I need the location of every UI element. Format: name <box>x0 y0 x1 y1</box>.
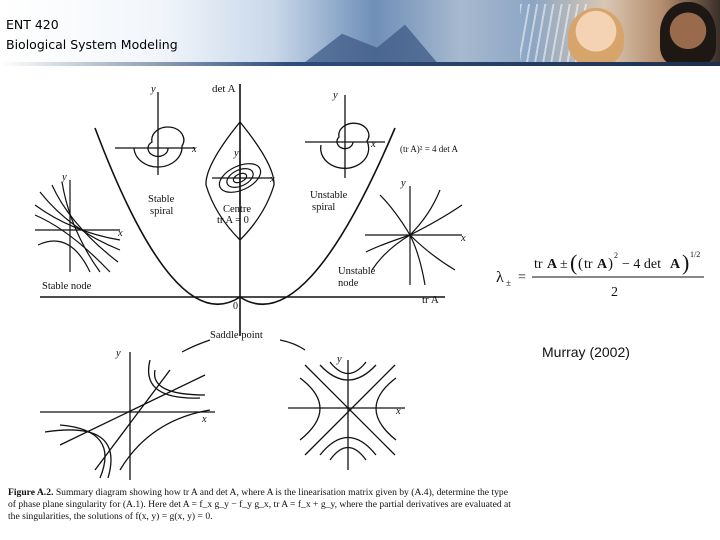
course-name: Biological System Modeling <box>6 37 178 52</box>
saddle-point-label: Saddle point <box>210 330 263 341</box>
unstable-spiral-label-2: spiral <box>312 202 335 213</box>
y-label: y <box>233 148 239 159</box>
banner-student-photo-2 <box>660 2 716 66</box>
y-label: y <box>400 178 406 189</box>
stable-node-label: Stable node <box>42 281 92 292</box>
formula-tr-1: tr <box>534 257 543 272</box>
det-axis-label: det A <box>212 83 236 95</box>
formula-denominator: 2 <box>611 285 618 300</box>
x-label: x <box>460 233 466 244</box>
formula-pm: ± <box>560 257 568 272</box>
unstable-node-label-2: node <box>338 278 359 289</box>
formula-paren-open: ( <box>570 250 577 275</box>
saddle-portrait-right <box>288 360 405 470</box>
formula-half-power: 1/2 <box>690 250 700 259</box>
y-label: y <box>332 90 338 101</box>
formula-minus-det: − 4 det <box>622 257 661 272</box>
stable-spiral-portrait <box>115 92 195 175</box>
phase-plane-summary-diagram: det A tr A 0 (tr A)² = 4 det A Stable sp… <box>34 83 466 480</box>
formula-subscript: ± <box>506 278 511 288</box>
banner-student-photo <box>568 8 624 66</box>
tr-axis-label: tr A <box>422 294 439 306</box>
unstable-spiral-portrait <box>305 95 385 178</box>
unstable-node-portrait <box>365 186 463 286</box>
y-label: y <box>61 172 67 183</box>
formula-lambda: λ <box>496 269 504 286</box>
x-label: x <box>191 144 197 155</box>
formula-square: 2 <box>614 251 618 260</box>
stable-node-portrait <box>34 180 121 273</box>
stable-spiral-label-2: spiral <box>150 206 173 217</box>
parabola-curve <box>94 127 396 306</box>
unstable-spiral-label-1: Unstable <box>310 190 348 201</box>
x-label: x <box>395 406 401 417</box>
formula-a-1: A <box>547 257 558 272</box>
formula-a-2: A <box>597 257 608 272</box>
centre-label-2: tr A = 0 <box>217 215 249 226</box>
formula-paren-inner-open: ( <box>578 256 583 272</box>
unstable-node-label-1: Unstable <box>338 266 376 277</box>
caption-label: Figure A.2. <box>8 487 54 498</box>
formula-paren-close: ) <box>682 250 689 275</box>
x-label: x <box>117 228 123 239</box>
saddle-portrait-left <box>40 352 215 480</box>
saddle-pointer-arrows <box>181 339 306 353</box>
y-label: y <box>336 354 342 365</box>
origin-label: 0 <box>233 301 238 312</box>
caption-text: Summary diagram showing how tr A and det… <box>8 487 511 522</box>
formula-paren-inner-close: ) <box>608 256 613 272</box>
y-label: y <box>115 348 121 359</box>
banner-mountain-image <box>300 24 440 66</box>
formula-a-3: A <box>670 257 681 272</box>
formula-equals: = <box>518 270 526 285</box>
x-label: x <box>370 139 376 150</box>
x-label: x <box>201 414 207 425</box>
source-credit: Murray (2002) <box>542 344 630 360</box>
formula-tr-2: tr <box>584 257 593 272</box>
header-banner <box>0 0 720 66</box>
figure-caption: Figure A.2. Summary diagram showing how … <box>8 487 518 523</box>
parabola-label: (tr A)² = 4 det A <box>400 144 459 154</box>
eigenvalue-formula: λ ± = tr A ± ( ( tr A ) 2 − 4 det A ) 1/… <box>496 250 704 300</box>
centre-portrait <box>212 150 272 205</box>
y-label: y <box>150 84 156 95</box>
course-code: ENT 420 <box>6 17 59 32</box>
centre-label-1: Centre <box>223 204 251 215</box>
banner-divider <box>0 62 720 66</box>
x-label: x <box>269 174 275 185</box>
stable-spiral-label-1: Stable <box>148 194 175 205</box>
centre-region <box>205 120 275 241</box>
